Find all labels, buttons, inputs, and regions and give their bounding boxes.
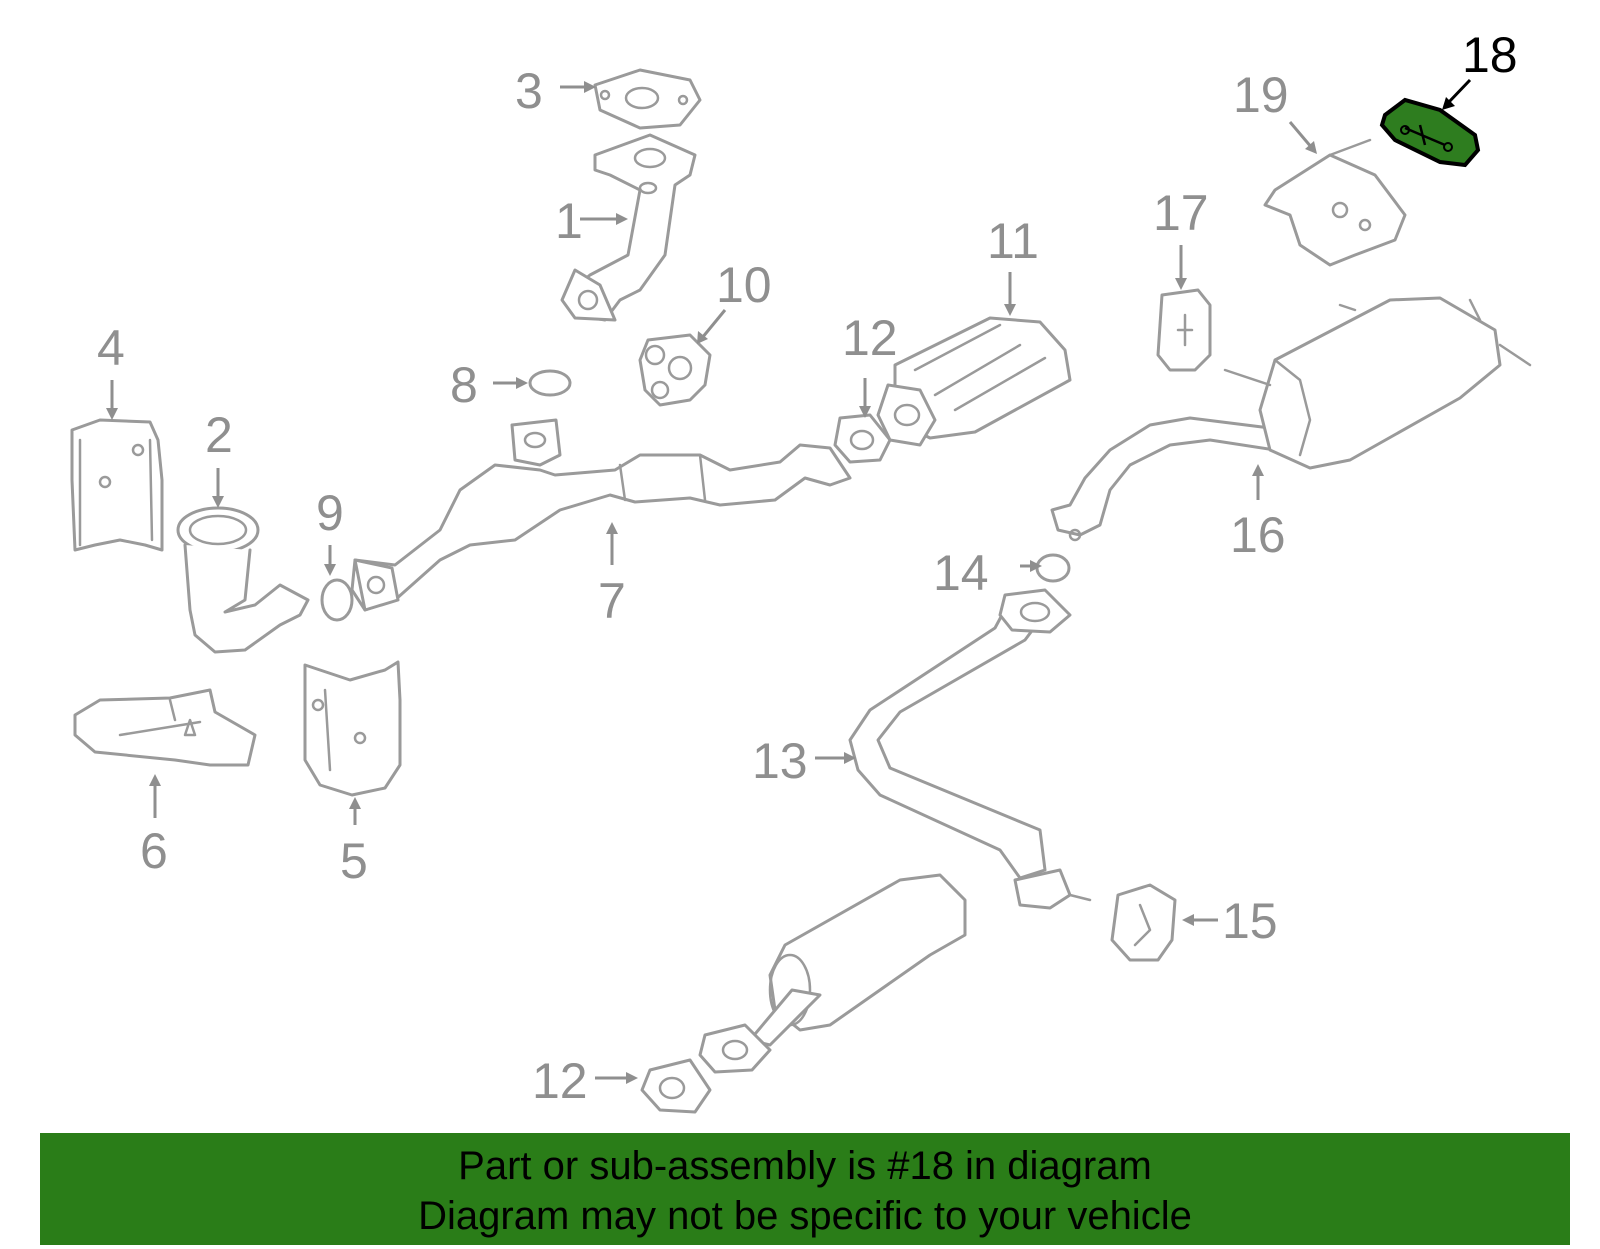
part-5-heat-shield (303, 660, 402, 797)
callout-2: 2 (205, 407, 233, 463)
callout-6: 6 (140, 823, 168, 879)
callout-arrows (106, 78, 1472, 1084)
banner-line-2: Diagram may not be specific to your vehi… (418, 1194, 1192, 1238)
part-16-muffler (1050, 296, 1532, 542)
part-18-rubber-hanger-highlighted (1379, 97, 1481, 168)
callout-19: 19 (1233, 67, 1289, 123)
callout-5: 5 (340, 833, 368, 889)
part-10-bracket (638, 333, 712, 407)
part-3-gasket (593, 68, 702, 130)
callout-12-upper: 12 (842, 310, 898, 366)
part-9-ring (320, 578, 354, 622)
callout-13: 13 (752, 733, 808, 789)
callout-17: 17 (1153, 185, 1209, 241)
part-1-manifold-pipe (560, 133, 697, 322)
part-8-ring (528, 369, 572, 397)
callout-15: 15 (1222, 893, 1278, 949)
banner-line-1: Part or sub-assembly is #18 in diagram (458, 1144, 1152, 1188)
callout-16: 16 (1230, 507, 1286, 563)
callout-11: 11 (987, 213, 1039, 269)
part-14-ring (1035, 553, 1071, 583)
part-4-heat-shield (70, 418, 164, 552)
part-12-gasket-upper (833, 413, 892, 464)
part-13-center-pipe (698, 588, 1092, 1074)
callout-1: 1 (555, 193, 583, 249)
callout-4: 4 (97, 320, 125, 376)
part-7-front-pipe (350, 418, 852, 612)
part-12-gasket-lower (640, 1058, 712, 1114)
callout-12-lower: 12 (532, 1053, 588, 1109)
callout-3: 3 (515, 63, 543, 119)
callout-9: 9 (316, 485, 344, 541)
part-19-bracket (1263, 138, 1407, 267)
callout-18-highlighted: 18 (1462, 27, 1518, 83)
part-11-catalytic-converter (876, 316, 1072, 447)
callout-14: 14 (933, 545, 989, 601)
callout-7: 7 (598, 573, 626, 629)
callout-labels: 3 1 10 8 4 2 9 7 12 11 17 19 18 16 14 13… (97, 27, 1518, 1109)
part-6-heat-shield (73, 688, 257, 767)
part-2-converter-pipe (176, 506, 310, 654)
part-15-rubber-hanger (1110, 883, 1177, 962)
part-17-rubber-hanger (1156, 288, 1212, 372)
callout-8: 8 (450, 357, 478, 413)
part-info-banner: Part or sub-assembly is #18 in diagram D… (40, 1133, 1570, 1245)
callout-10: 10 (716, 257, 772, 313)
